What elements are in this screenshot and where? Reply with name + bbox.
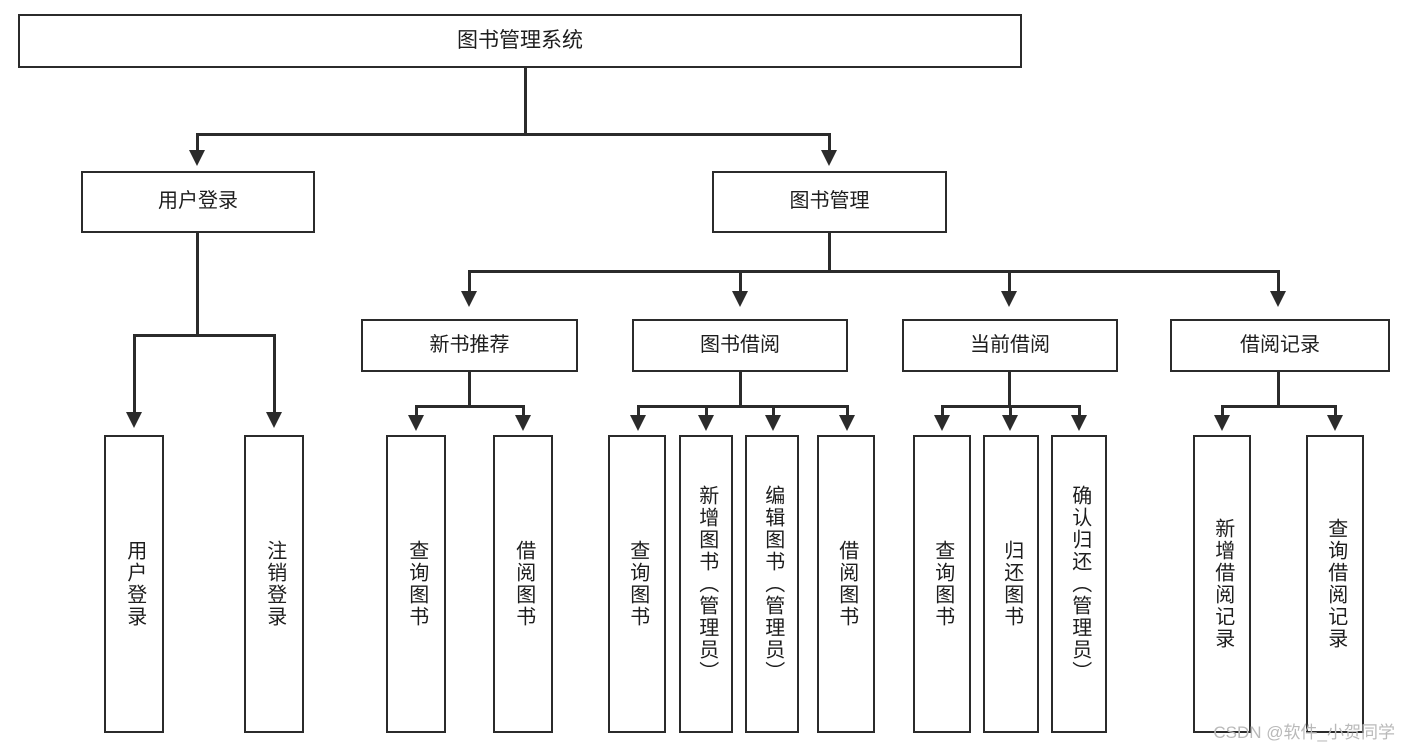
- edge-borrow-record-bus: [1221, 405, 1337, 408]
- arrow-br-to-leaf-1: [1327, 415, 1343, 431]
- leaf-current-borrow-query-book[interactable]: 查询图书: [913, 435, 971, 733]
- arrow-new-book-to-leaf-1: [515, 415, 531, 431]
- edge-user-login-bus: [133, 334, 276, 337]
- edge-book-borrow-bus: [637, 405, 849, 408]
- edge-book-management-stem: [828, 233, 831, 272]
- edge-book-borrow-stem: [739, 372, 742, 407]
- leaf-user-login-logout[interactable]: 注销登录: [244, 435, 304, 733]
- edge-cb-to-leaf-1: [1009, 405, 1012, 419]
- edge-bb-to-leaf-0: [637, 405, 640, 419]
- arrow-bm-to-new-book: [461, 291, 477, 307]
- edge-book-management-bus: [468, 270, 1280, 273]
- arrow-root-to-user-login: [189, 150, 205, 166]
- arrow-bm-to-current-borrow: [1001, 291, 1017, 307]
- leaf-book-borrow-add-book-admin[interactable]: 新增图书（管理员）: [679, 435, 733, 733]
- edge-current-borrow-stem: [1008, 372, 1011, 407]
- edge-cb-to-leaf-2: [1078, 405, 1081, 419]
- leaf-label: 确认归还（管理员）: [1068, 485, 1091, 683]
- node-label: 图书借阅: [700, 333, 780, 356]
- node-label: 借阅记录: [1240, 333, 1320, 356]
- edge-bm-to-current-borrow: [1008, 270, 1011, 294]
- edge-br-to-leaf-1: [1334, 405, 1337, 419]
- edge-cb-to-leaf-0: [941, 405, 944, 419]
- leaf-label: 新增借阅记录: [1211, 518, 1234, 650]
- leaf-label: 归还图书: [1000, 540, 1023, 628]
- leaf-current-borrow-return-book[interactable]: 归还图书: [983, 435, 1039, 733]
- edge-new-book-to-leaf-0: [415, 405, 418, 419]
- node-book-management[interactable]: 图书管理: [712, 171, 947, 233]
- node-root-book-management-system[interactable]: 图书管理系统: [18, 14, 1022, 68]
- arrow-user-login-to-leaf-0: [126, 412, 142, 428]
- edge-br-to-leaf-0: [1221, 405, 1224, 419]
- leaf-new-book-query-book[interactable]: 查询图书: [386, 435, 446, 733]
- node-user-login[interactable]: 用户登录: [81, 171, 315, 233]
- node-label: 图书管理: [789, 190, 870, 213]
- leaf-label: 编辑图书（管理员）: [761, 485, 784, 683]
- leaf-label: 用户登录: [123, 540, 146, 628]
- edge-bm-to-borrow-record: [1277, 270, 1280, 294]
- leaf-label: 查询图书: [931, 540, 954, 628]
- arrow-cb-to-leaf-0: [934, 415, 950, 431]
- node-label: 当前借阅: [970, 333, 1050, 356]
- edge-bb-to-leaf-1: [705, 405, 708, 419]
- leaf-book-borrow-edit-book-admin[interactable]: 编辑图书（管理员）: [745, 435, 799, 733]
- arrow-cb-to-leaf-1: [1002, 415, 1018, 431]
- edge-user-login-to-leaf-1: [273, 334, 276, 416]
- node-label: 用户登录: [158, 190, 238, 213]
- leaf-user-login-login[interactable]: 用户登录: [104, 435, 164, 733]
- leaf-label: 新增图书（管理员）: [695, 485, 718, 683]
- leaf-new-book-borrow-book[interactable]: 借阅图书: [493, 435, 553, 733]
- edge-user-login-to-leaf-0: [133, 334, 136, 416]
- edge-root-bus: [196, 133, 831, 136]
- leaf-label: 注销登录: [263, 540, 286, 628]
- leaf-label: 查询图书: [626, 540, 649, 628]
- leaf-current-borrow-confirm-return-admin[interactable]: 确认归还（管理员）: [1051, 435, 1107, 733]
- leaf-book-borrow-borrow-book[interactable]: 借阅图书: [817, 435, 875, 733]
- edge-borrow-record-stem: [1277, 372, 1280, 407]
- arrow-bb-to-leaf-1: [698, 415, 714, 431]
- node-current-borrow[interactable]: 当前借阅: [902, 319, 1118, 372]
- node-new-book-recommend[interactable]: 新书推荐: [361, 319, 578, 372]
- edge-bm-to-book-borrow: [739, 270, 742, 294]
- leaf-borrow-record-add-record[interactable]: 新增借阅记录: [1193, 435, 1251, 733]
- edge-root-to-book-management: [828, 133, 831, 153]
- arrow-br-to-leaf-0: [1214, 415, 1230, 431]
- arrow-bb-to-leaf-0: [630, 415, 646, 431]
- leaf-book-borrow-query-book[interactable]: 查询图书: [608, 435, 666, 733]
- node-label: 新书推荐: [429, 333, 510, 356]
- arrow-bm-to-book-borrow: [732, 291, 748, 307]
- edge-root-to-user-login: [196, 133, 199, 153]
- node-label: 图书管理系统: [457, 28, 583, 52]
- leaf-label: 借阅图书: [835, 540, 858, 628]
- arrow-bb-to-leaf-3: [839, 415, 855, 431]
- arrow-user-login-to-leaf-1: [266, 412, 282, 428]
- node-book-borrow[interactable]: 图书借阅: [632, 319, 848, 372]
- leaf-label: 查询借阅记录: [1324, 518, 1347, 650]
- leaf-borrow-record-query-record[interactable]: 查询借阅记录: [1306, 435, 1364, 733]
- leaf-label: 查询图书: [405, 540, 428, 628]
- edge-user-login-stem: [196, 233, 199, 336]
- arrow-bb-to-leaf-2: [765, 415, 781, 431]
- edge-bb-to-leaf-3: [846, 405, 849, 419]
- arrow-cb-to-leaf-2: [1071, 415, 1087, 431]
- edge-root-stem: [524, 68, 527, 135]
- edge-new-book-stem: [468, 372, 471, 407]
- edge-new-book-to-leaf-1: [522, 405, 525, 419]
- csdn-watermark: CSDN @软件_小贺同学: [1213, 723, 1395, 742]
- arrow-bm-to-borrow-record: [1270, 291, 1286, 307]
- edge-bb-to-leaf-2: [772, 405, 775, 419]
- leaf-label: 借阅图书: [512, 540, 535, 628]
- arrow-root-to-book-management: [821, 150, 837, 166]
- edge-new-book-bus: [415, 405, 525, 408]
- arrow-new-book-to-leaf-0: [408, 415, 424, 431]
- edge-bm-to-new-book: [468, 270, 471, 294]
- node-borrow-record[interactable]: 借阅记录: [1170, 319, 1390, 372]
